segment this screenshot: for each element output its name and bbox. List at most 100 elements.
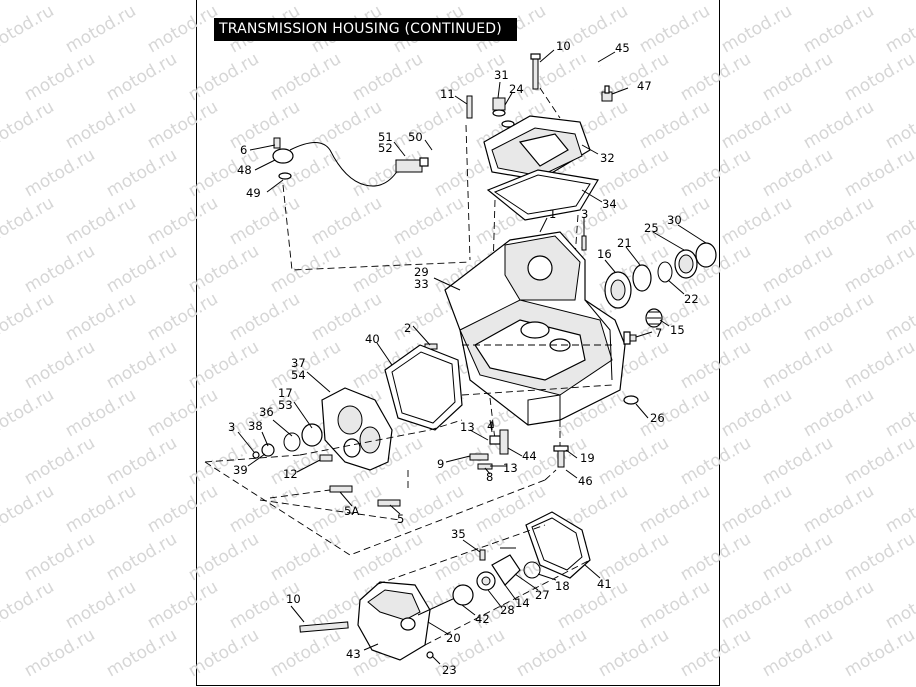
lever-14 bbox=[491, 554, 521, 586]
label-31: 31 bbox=[494, 68, 509, 82]
bolt-10-top bbox=[530, 53, 541, 90]
label-7: 7 bbox=[655, 326, 662, 340]
o-ring-18 bbox=[523, 561, 541, 579]
seal-25 bbox=[674, 249, 698, 279]
label-20: 20 bbox=[446, 631, 461, 645]
label-45: 45 bbox=[615, 41, 630, 55]
bearing-16 bbox=[604, 271, 632, 309]
vent-31 bbox=[492, 97, 515, 128]
bracket-13 bbox=[489, 429, 509, 455]
label-5a: 5A bbox=[344, 504, 359, 518]
label-9: 9 bbox=[437, 457, 444, 471]
pin-35 bbox=[479, 549, 486, 561]
label-50: 50 bbox=[408, 130, 423, 144]
label-42: 42 bbox=[475, 612, 490, 626]
bolt-10-lower bbox=[299, 621, 349, 633]
label-12: 12 bbox=[283, 467, 298, 481]
label-30: 30 bbox=[667, 213, 682, 227]
hose-45 bbox=[572, 62, 601, 91]
label-2: 2 bbox=[404, 321, 411, 335]
spacer-30 bbox=[695, 242, 717, 268]
label-5: 5 bbox=[397, 512, 404, 526]
label-33: 33 bbox=[414, 277, 429, 291]
label-43: 43 bbox=[346, 647, 361, 661]
seal-17 bbox=[301, 423, 323, 447]
label-28: 28 bbox=[500, 603, 515, 617]
label-38: 38 bbox=[248, 419, 263, 433]
side-cover-37 bbox=[321, 387, 393, 471]
dowel-3 bbox=[581, 235, 587, 251]
o-ring-36 bbox=[283, 432, 301, 452]
fitting-47 bbox=[601, 85, 613, 102]
label-53: 53 bbox=[278, 398, 293, 412]
pin-7 bbox=[623, 331, 637, 345]
label-35: 35 bbox=[451, 527, 466, 541]
label-39: 39 bbox=[233, 463, 248, 477]
label-36: 36 bbox=[259, 405, 274, 419]
label-18: 18 bbox=[555, 579, 570, 593]
label-10-top: 10 bbox=[556, 39, 571, 53]
label-47: 47 bbox=[637, 79, 652, 93]
gasket-34 bbox=[486, 169, 599, 221]
label-27: 27 bbox=[535, 588, 550, 602]
label-44: 44 bbox=[522, 449, 537, 463]
label-22: 22 bbox=[684, 292, 699, 306]
diagram-frame bbox=[196, 0, 720, 686]
bearing-15 bbox=[645, 308, 663, 328]
diagram-title: TRANSMISSION HOUSING (CONTINUED) bbox=[214, 18, 517, 41]
label-3-top: 3 bbox=[581, 207, 588, 221]
part-labels: 10 45 31 24 47 11 51 52 50 6 48 32 49 34… bbox=[228, 39, 699, 677]
shift-shaft-42 bbox=[417, 584, 474, 616]
label-13-lower: 13 bbox=[503, 461, 518, 475]
speed-sensor-48 bbox=[272, 137, 429, 187]
label-34: 34 bbox=[602, 197, 617, 211]
pin-23 bbox=[426, 651, 434, 659]
top-cover-32 bbox=[483, 115, 591, 181]
label-14: 14 bbox=[515, 596, 530, 610]
label-29: 29 bbox=[414, 265, 429, 279]
label-54: 54 bbox=[291, 368, 306, 382]
label-23: 23 bbox=[442, 663, 457, 677]
label-3-left: 3 bbox=[228, 420, 235, 434]
stud-46 bbox=[553, 445, 569, 468]
label-25: 25 bbox=[644, 221, 659, 235]
plug-26 bbox=[623, 395, 639, 405]
label-13-upper: 13 bbox=[460, 420, 475, 434]
label-26: 26 bbox=[650, 411, 665, 425]
label-8: 8 bbox=[486, 470, 493, 484]
label-40: 40 bbox=[365, 332, 380, 346]
label-1: 1 bbox=[549, 207, 556, 221]
washer-38 bbox=[261, 443, 275, 457]
transmission-housing-1 bbox=[444, 231, 626, 426]
label-52: 52 bbox=[378, 141, 393, 155]
label-51: 51 bbox=[378, 130, 393, 144]
label-21: 21 bbox=[617, 236, 632, 250]
gasket-40 bbox=[384, 344, 463, 431]
bolt-5a bbox=[329, 485, 353, 493]
label-19: 19 bbox=[580, 451, 595, 465]
label-32: 32 bbox=[600, 151, 615, 165]
label-4: 4 bbox=[487, 419, 494, 433]
label-24: 24 bbox=[509, 82, 524, 96]
dowel-3-lower bbox=[252, 451, 260, 459]
label-49: 49 bbox=[246, 186, 261, 200]
label-10-lower: 10 bbox=[286, 592, 301, 606]
gasket-41 bbox=[525, 511, 591, 579]
label-17: 17 bbox=[278, 386, 293, 400]
label-46: 46 bbox=[578, 474, 593, 488]
bolt-11 bbox=[466, 95, 473, 119]
plug-12 bbox=[319, 454, 333, 462]
label-15: 15 bbox=[670, 323, 685, 337]
seal-21 bbox=[632, 264, 652, 292]
label-16: 16 bbox=[597, 247, 612, 261]
bolt-5 bbox=[377, 499, 401, 507]
leader-lines bbox=[237, 49, 707, 665]
label-48: 48 bbox=[237, 163, 252, 177]
shifter-cover-43 bbox=[357, 581, 431, 661]
label-6: 6 bbox=[240, 143, 247, 157]
label-37: 37 bbox=[291, 356, 306, 370]
bolt-9 bbox=[469, 453, 489, 461]
label-41: 41 bbox=[597, 577, 612, 591]
o-ring-22 bbox=[657, 261, 673, 283]
